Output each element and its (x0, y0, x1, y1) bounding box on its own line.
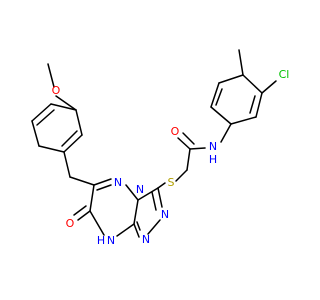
bond (133, 223, 140, 238)
bond (137, 187, 159, 201)
bond (210, 82, 220, 108)
bond (69, 176, 95, 186)
bond (31, 103, 52, 122)
bond (96, 184, 112, 191)
bond (133, 199, 139, 225)
bond (249, 95, 256, 114)
atom-n-ring-d: N (142, 233, 150, 246)
bond (63, 151, 71, 178)
bond (77, 210, 91, 221)
bond (147, 219, 161, 235)
bond (89, 184, 95, 212)
bond (151, 191, 157, 211)
bond (189, 147, 206, 150)
atom-o-amide: O (171, 125, 180, 138)
bond (38, 145, 65, 153)
bond (157, 182, 166, 189)
bond (218, 74, 244, 84)
bond (31, 120, 40, 147)
bond (242, 74, 263, 94)
atom-s-thio: S (168, 176, 175, 189)
bond (220, 123, 232, 143)
bond (215, 88, 223, 106)
bond (36, 109, 55, 126)
bond (61, 130, 78, 147)
bond (89, 210, 105, 236)
bond (175, 169, 188, 182)
bond (255, 92, 263, 118)
bond (47, 63, 55, 88)
atom-n-ring-a: N (114, 176, 122, 189)
bond (261, 80, 277, 94)
bond (116, 223, 135, 237)
atom-n-amide: N (209, 140, 217, 153)
bond (177, 137, 191, 150)
bonds (31, 49, 277, 238)
atom-o-ketone: O (66, 217, 75, 230)
bond (73, 205, 87, 216)
atom-labels: O O N H Cl S N N N N N H O (52, 68, 290, 247)
molecule-canvas: O O N H Cl S N N N N N H O (31, 49, 290, 247)
bond (50, 103, 77, 111)
atom-n-ring-c: N (161, 208, 169, 221)
bond (125, 184, 139, 201)
bond (136, 221, 141, 231)
bond (230, 116, 257, 125)
bond (238, 49, 244, 76)
bond (63, 134, 83, 153)
atom-n-ring-b: N (136, 183, 144, 196)
atom-o-methoxy: O (52, 84, 61, 97)
bond (93, 178, 112, 186)
atom-n-ring-nh: N (107, 234, 115, 247)
molecule-structure: O O N H Cl S N N N N N H O (31, 49, 290, 247)
bond (55, 95, 77, 111)
atom-cl: Cl (279, 68, 290, 81)
bond (186, 148, 191, 171)
bond (157, 187, 163, 208)
bond (75, 109, 83, 136)
bond (210, 106, 232, 125)
atom-h-amide: H (209, 153, 217, 166)
atom-h-ring-nh: H (97, 234, 105, 247)
bond (182, 132, 195, 145)
